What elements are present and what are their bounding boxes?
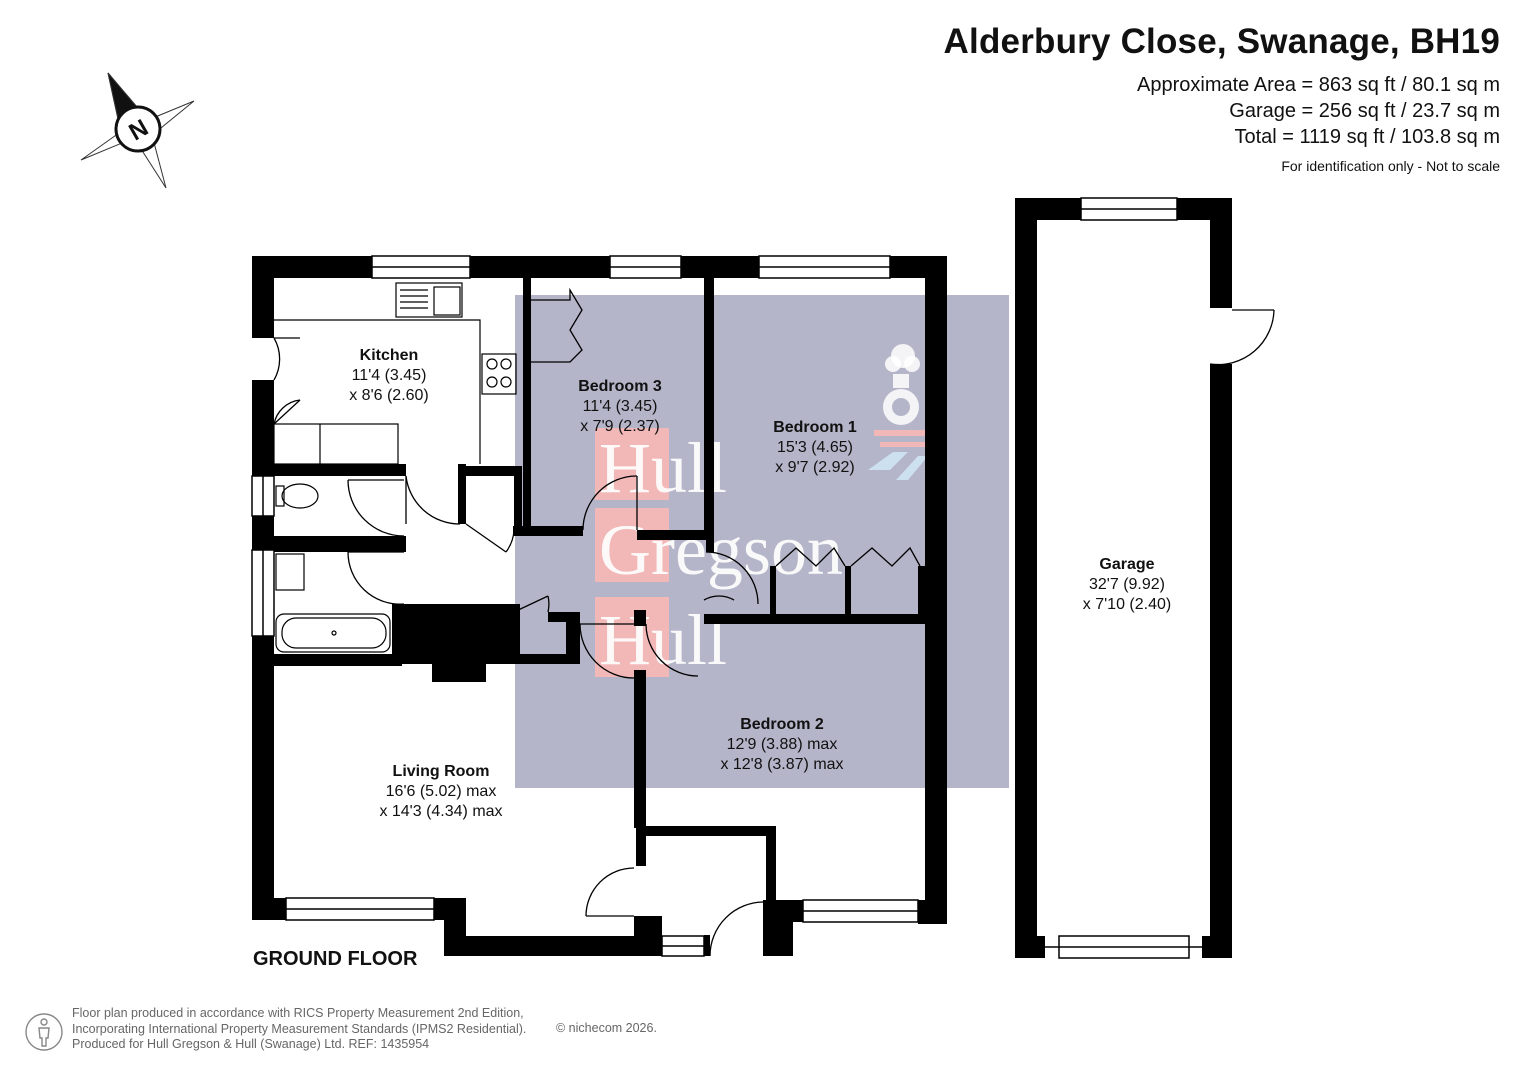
room-name: Living Room (392, 763, 490, 780)
room-dimension: x 7'9 (2.37) (580, 418, 660, 435)
watermark-text-line2: Gregson (599, 510, 843, 590)
room-dimension: 15'3 (4.65) (777, 439, 853, 456)
room-dimension: 12'9 (3.88) max (726, 736, 838, 753)
hob-icon (481, 353, 517, 395)
room-dimension: 11'4 (3.45) (582, 398, 658, 415)
room-dimension: 16'6 (5.02) max (385, 783, 497, 800)
room-label-bedroom-3: Bedroom 3 11'4 (3.45) x 7'9 (2.37) (560, 377, 680, 437)
doors (273, 287, 1275, 957)
basin-icon (275, 553, 305, 591)
sink-icon (395, 282, 463, 318)
property-title: Alderbury Close, Swanage, BH19 (943, 22, 1500, 61)
room-name: Bedroom 1 (773, 419, 857, 436)
person-icon (25, 1013, 63, 1051)
room-label-garage: Garage 32'7 (9.92) x 7'10 (2.40) (1067, 555, 1187, 615)
windows (251, 197, 1202, 959)
room-dimension: 32'7 (9.92) (1089, 576, 1165, 593)
room-label-bedroom-2: Bedroom 2 12'9 (3.88) max x 12'8 (3.87) … (702, 715, 862, 775)
room-dimension: x 7'10 (2.40) (1082, 596, 1172, 613)
locomotive-icon (868, 344, 928, 480)
garage-area: Garage = 256 sq ft / 23.7 sq m (1229, 100, 1500, 122)
toilet-icon (281, 483, 319, 509)
watermark-letter-squares (595, 428, 669, 677)
room-dimension: 11'4 (3.45) (351, 367, 427, 384)
walls (252, 198, 1232, 958)
room-label-living-room: Living Room 16'6 (5.02) max x 14'3 (4.34… (361, 762, 521, 822)
kitchen-fittings (273, 282, 517, 653)
footer-line: Floor plan produced in accordance with R… (72, 1006, 524, 1020)
copyright: © nichecom 2026. (556, 1021, 657, 1035)
room-label-kitchen: Kitchen 11'4 (3.45) x 8'6 (2.60) (329, 346, 449, 406)
room-name: Kitchen (359, 347, 419, 364)
room-name: Garage (1099, 556, 1155, 573)
room-dimension: x 12'8 (3.87) max (720, 756, 844, 773)
compass-icon: N (80, 72, 195, 189)
room-name: Bedroom 2 (740, 716, 824, 733)
scale-note: For identification only - Not to scale (1281, 158, 1500, 174)
bath-icon (275, 613, 391, 653)
room-dimension: x 9'7 (2.92) (775, 459, 855, 476)
footer-line: Incorporating International Property Mea… (72, 1021, 527, 1036)
floor-label: GROUND FLOOR (253, 948, 418, 970)
footer-notice: Floor plan produced in accordance with R… (72, 1006, 526, 1053)
room-label-bedroom-1: Bedroom 1 15'3 (4.65) x 9'7 (2.92) (755, 418, 875, 478)
room-dimension: x 8'6 (2.60) (349, 387, 429, 404)
approximate-area: Approximate Area = 863 sq ft / 80.1 sq m (1137, 74, 1500, 96)
room-dimension: x 14'3 (4.34) max (379, 803, 503, 820)
total-area: Total = 1119 sq ft / 103.8 sq m (1234, 126, 1500, 148)
room-name: Bedroom 3 (578, 378, 662, 395)
watermark-text-line3: Hull (599, 600, 727, 680)
footer-line: Produced for Hull Gregson & Hull (Swanag… (72, 1037, 430, 1051)
